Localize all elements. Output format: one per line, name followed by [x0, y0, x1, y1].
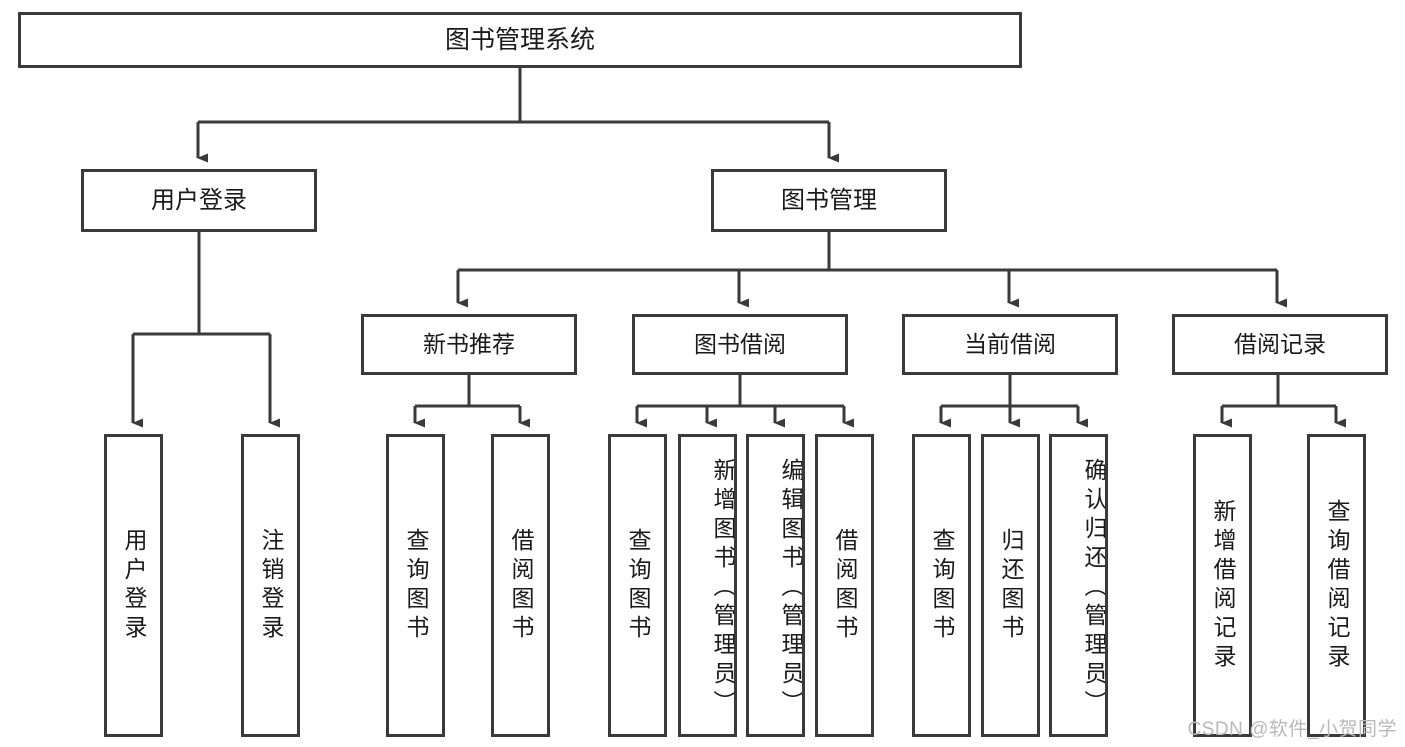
node-label: 用户登录 — [151, 186, 247, 214]
leaf-return-book[interactable]: 归还图书 — [981, 434, 1040, 737]
node-label: 当前借阅 — [964, 331, 1056, 358]
node-label: 新书推荐 — [423, 331, 515, 358]
node-label: 图书管理 — [781, 186, 877, 214]
leaf-add-borrow-record[interactable]: 新增借阅记录 — [1193, 434, 1252, 737]
node-current-borrow[interactable]: 当前借阅 — [902, 314, 1118, 375]
node-book-management[interactable]: 图书管理 — [711, 169, 947, 232]
node-book-borrow[interactable]: 图书借阅 — [632, 314, 848, 375]
node-new-book-recommend[interactable]: 新书推荐 — [361, 314, 577, 375]
leaf-edit-book-admin[interactable]: 编辑图书（管理员） — [746, 434, 805, 737]
leaf-logout-login[interactable]: 注销登录 — [241, 434, 300, 737]
node-borrow-record[interactable]: 借阅记录 — [1172, 314, 1388, 375]
leaf-user-login[interactable]: 用户登录 — [104, 434, 163, 737]
node-label: 图书管理系统 — [444, 25, 595, 54]
node-book-management-system[interactable]: 图书管理系统 — [18, 12, 1022, 68]
leaf-add-book-admin[interactable]: 新增图书（管理员） — [678, 434, 737, 737]
leaf-query-borrow-record[interactable]: 查询借阅记录 — [1307, 434, 1366, 737]
csdn-watermark: CSDN @软件_小贺同学 — [1187, 719, 1397, 740]
leaf-query-book-recommend[interactable]: 查询图书 — [386, 434, 445, 737]
leaf-borrow-book-borrow[interactable]: 借阅图书 — [815, 434, 874, 737]
leaf-query-book-current[interactable]: 查询图书 — [912, 434, 971, 737]
node-user-login[interactable]: 用户登录 — [81, 169, 317, 232]
node-label: 图书借阅 — [694, 331, 786, 358]
node-label: 借阅记录 — [1234, 331, 1326, 358]
leaf-query-book-borrow[interactable]: 查询图书 — [608, 434, 667, 737]
leaf-borrow-book-recommend[interactable]: 借阅图书 — [491, 434, 550, 737]
leaf-confirm-return-admin[interactable]: 确认归还（管理员） — [1049, 434, 1108, 737]
